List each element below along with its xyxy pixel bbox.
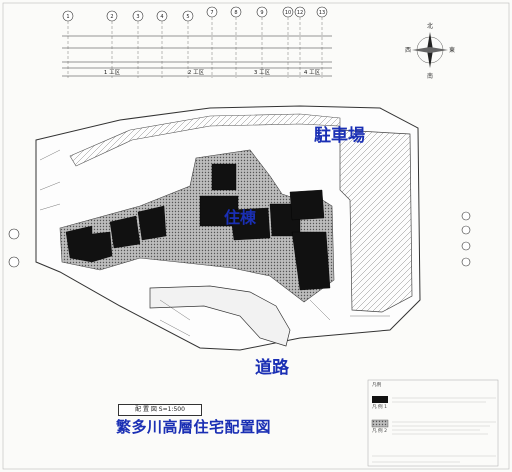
legend-swatch-building bbox=[372, 396, 388, 403]
access-road bbox=[149, 285, 291, 347]
paved-area bbox=[59, 149, 335, 303]
grid-number: 7 bbox=[210, 10, 213, 16]
section-label: 2 工区 bbox=[188, 69, 205, 76]
road-label: 道路 bbox=[255, 358, 289, 378]
grid-bubble: 13 bbox=[316, 6, 328, 78]
building-block bbox=[109, 215, 141, 249]
grid-bubble: 12 bbox=[294, 6, 306, 78]
grid-bubbles-right bbox=[461, 211, 471, 267]
legend-heading: 凡例 bbox=[372, 383, 382, 388]
legend-item: 凡 例 2 bbox=[372, 429, 388, 434]
grid-bubble: 4 bbox=[156, 10, 168, 78]
section-labels: 1 工区 2 工区 3 工区 4 工区 bbox=[104, 69, 321, 76]
grid-number: 3 bbox=[136, 14, 139, 20]
grid-bubble: 2 bbox=[106, 10, 118, 78]
section-label: 1 工区 bbox=[104, 69, 121, 76]
annotation-marks bbox=[39, 149, 390, 337]
building-block bbox=[291, 231, 331, 291]
grid-bubble: 3 bbox=[132, 10, 144, 78]
grid-bubble: 1 bbox=[62, 10, 74, 78]
grid-number: 1 bbox=[66, 14, 69, 20]
grid-number: 4 bbox=[160, 14, 163, 20]
drawing-title: 繁多川高層住宅配置図 bbox=[116, 418, 272, 436]
compass-north: 北 bbox=[427, 22, 433, 30]
building-label: 住棟 bbox=[224, 208, 257, 227]
grid-number: 10 bbox=[285, 10, 291, 16]
grid-bubble: 7 bbox=[206, 6, 218, 78]
scale-label: 配 置 図 S=1:500 bbox=[118, 404, 202, 416]
building-block bbox=[289, 189, 325, 221]
building-block bbox=[65, 225, 113, 263]
grid-bubble: 8 bbox=[230, 6, 242, 78]
compass-west: 西 bbox=[405, 47, 411, 54]
grid-number: 5 bbox=[186, 14, 189, 20]
building-block bbox=[137, 205, 167, 241]
section-label: 4 工区 bbox=[304, 69, 321, 76]
section-label: 3 工区 bbox=[254, 69, 271, 76]
building-blocks bbox=[65, 163, 331, 291]
legend bbox=[367, 379, 499, 467]
building-block bbox=[211, 163, 237, 191]
legend-item: 凡 例 1 bbox=[372, 405, 388, 410]
grid-number: 12 bbox=[297, 10, 303, 16]
grid-number: 2 bbox=[110, 14, 113, 20]
grid-bubbles-left bbox=[8, 228, 20, 268]
grid-bubble: 5 bbox=[182, 10, 194, 78]
perimeter-parking-strip bbox=[69, 113, 341, 167]
parking-label: 駐車場 bbox=[314, 126, 365, 146]
compass-south: 南 bbox=[427, 72, 433, 80]
dimension-lines bbox=[62, 35, 332, 77]
grid-bubble: 10 bbox=[282, 6, 294, 78]
grid-number: 8 bbox=[234, 10, 237, 16]
compass-icon: 北 南 東 西 bbox=[405, 22, 455, 80]
grid-number: 13 bbox=[319, 10, 325, 16]
parking-area bbox=[339, 129, 413, 313]
building-block bbox=[229, 207, 271, 241]
compass-east: 東 bbox=[449, 46, 455, 54]
grid-bubble: 9 bbox=[256, 6, 268, 78]
grid-number: 9 bbox=[260, 10, 263, 16]
legend-swatch-paving bbox=[371, 419, 389, 428]
grid-bubbles-top: 1 2 3 4 5 7 8 9 10 12 13 bbox=[62, 6, 328, 78]
